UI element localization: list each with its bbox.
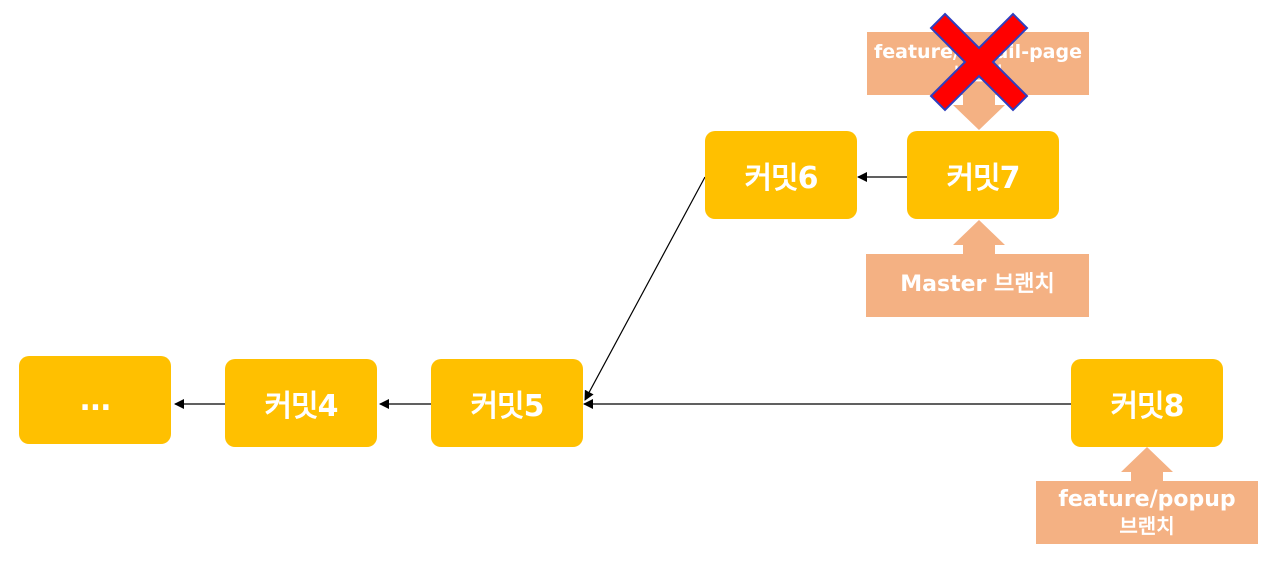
commit-ellipsis: ... <box>19 356 171 444</box>
commit-4-label: 커밋4 <box>264 389 338 424</box>
master-branch-pointer-arrow <box>953 220 1005 254</box>
commit-7: 커밋7 <box>907 131 1059 219</box>
branch-popup-name: feature/popup <box>1058 487 1236 513</box>
edge-commit6-to-commit5 <box>584 176 706 401</box>
branch-popup-suffix: 브랜치 <box>1119 513 1175 538</box>
commit-8: 커밋8 <box>1071 359 1223 447</box>
commit-5: 커밋5 <box>431 359 583 447</box>
branch-master-name: Master 브랜치 <box>900 272 1055 298</box>
popup-branch-pointer-arrow <box>1121 447 1173 481</box>
commit-7-label: 커밋7 <box>946 161 1020 196</box>
commit-5-label: 커밋5 <box>470 389 544 424</box>
cross-mark-icon <box>929 12 1029 112</box>
commit-6-label: 커밋6 <box>744 161 818 196</box>
commit-ellipsis-label: ... <box>79 382 111 418</box>
commit-6: 커밋6 <box>705 131 857 219</box>
detail-branch-pointer-arrow <box>953 95 1005 130</box>
commit-8-label: 커밋8 <box>1110 389 1184 424</box>
branch-master: Master 브랜치 <box>866 254 1089 317</box>
commit-4: 커밋4 <box>225 359 377 447</box>
branch-popup: feature/popup 브랜치 <box>1036 481 1258 544</box>
